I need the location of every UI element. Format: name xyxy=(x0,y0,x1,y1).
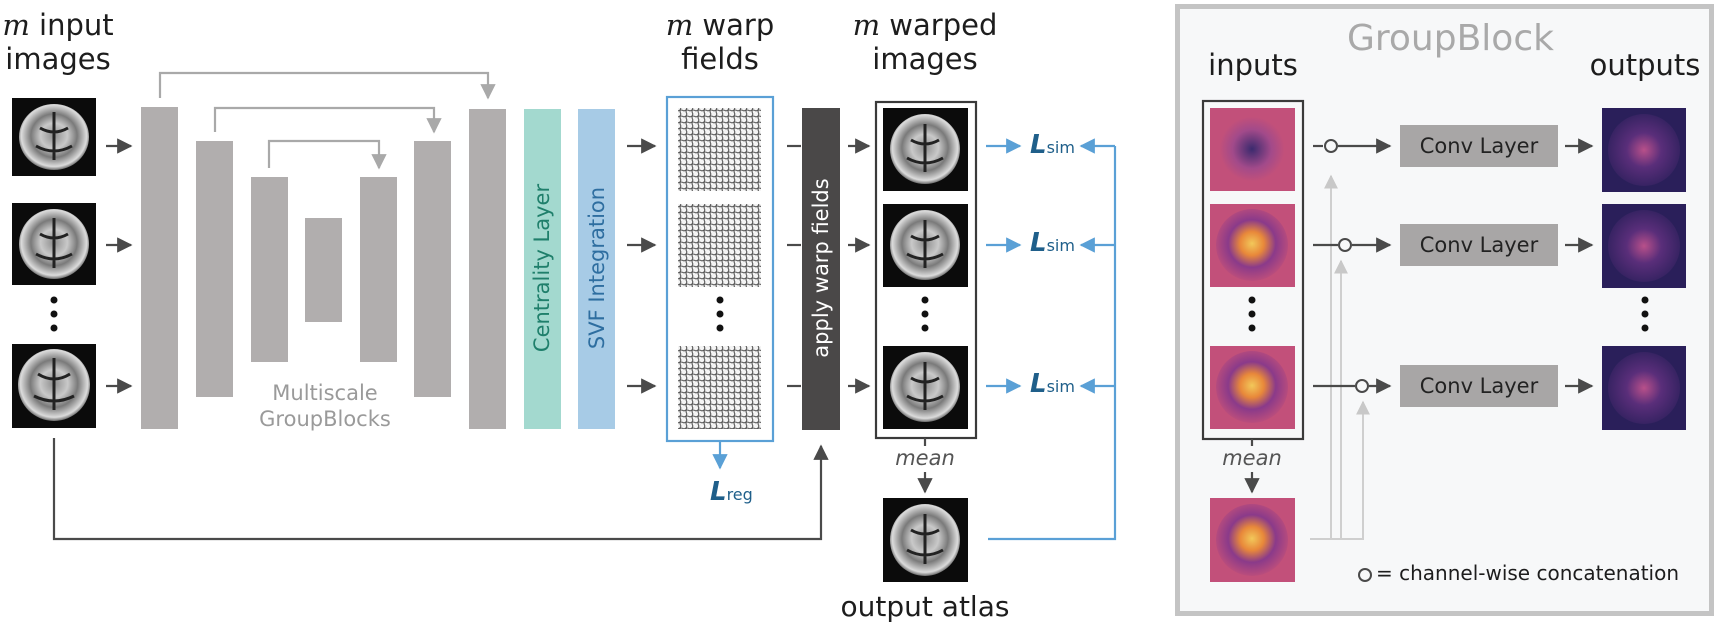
warped-brain-image xyxy=(883,346,968,429)
output-atlas-image xyxy=(883,498,968,582)
input-brain-image xyxy=(12,98,96,176)
conv-layer-box: Conv Layer xyxy=(1400,224,1558,266)
ellipsis-dots-icon xyxy=(1641,296,1649,332)
input-brain-image xyxy=(12,203,96,285)
warp-grid-icon xyxy=(678,204,761,287)
heatmap-brain-icon xyxy=(1210,346,1295,429)
heatmap-brain-icon xyxy=(1602,204,1686,288)
gb-inputs-label: inputs xyxy=(1208,48,1298,82)
warp-fields-label: m warp fields xyxy=(665,8,775,77)
conv-layer-box: Conv Layer xyxy=(1400,125,1558,167)
loss-sim-label: Lsim xyxy=(1030,369,1075,399)
encoder-bar-1 xyxy=(141,107,178,429)
warped-brain-image xyxy=(883,204,968,287)
encoder-bar-2 xyxy=(196,141,233,397)
concat-legend-text: = channel-wise concatenation xyxy=(1376,561,1680,585)
input-images-label: m input images xyxy=(2,8,114,77)
apply-warp-fields-box xyxy=(802,108,840,430)
loss-sim-label: Lsim xyxy=(1030,130,1075,160)
warped-brain-image xyxy=(883,108,968,191)
heatmap-brain-icon xyxy=(1210,498,1295,582)
heatmap-brain-icon xyxy=(1602,108,1686,192)
output-atlas-label: output atlas xyxy=(840,590,1010,623)
heatmap-brain-icon xyxy=(1210,204,1295,287)
loss-reg-label: Lreg xyxy=(710,477,753,507)
heatmap-brain-icon xyxy=(1210,108,1295,191)
bottleneck-bar xyxy=(305,218,342,322)
gb-mean-label: mean xyxy=(1222,446,1282,470)
multiscale-groupblocks-label: Multiscale GroupBlocks xyxy=(259,381,391,432)
svf-integration-label: SVF Integration xyxy=(585,186,609,350)
decoder-bar-3 xyxy=(360,177,397,362)
legend-circle-icon xyxy=(1358,568,1372,582)
centrality-layer-bar xyxy=(524,109,561,429)
ellipsis-dots-icon xyxy=(921,296,929,332)
conv-layer-box: Conv Layer xyxy=(1400,365,1558,407)
warp-grid-icon xyxy=(678,108,761,191)
concat-circle-icon xyxy=(1338,238,1352,252)
input-brain-image xyxy=(12,344,96,428)
groupblock-title: GroupBlock xyxy=(1347,18,1554,59)
decoder-bar-1 xyxy=(469,109,506,429)
centrality-layer-label: Centrality Layer xyxy=(530,183,554,353)
ellipsis-dots-icon xyxy=(50,296,58,332)
ellipsis-dots-icon xyxy=(1248,296,1256,332)
warped-images-label: m warped images xyxy=(852,8,998,77)
encoder-bar-3 xyxy=(251,177,288,362)
concat-circle-icon xyxy=(1355,379,1369,393)
loss-sim-label: Lsim xyxy=(1030,228,1075,258)
ellipsis-dots-icon xyxy=(716,296,724,332)
svf-integration-bar xyxy=(578,109,615,429)
mean-label: mean xyxy=(895,446,955,470)
heatmap-brain-icon xyxy=(1602,346,1686,430)
concat-circle-icon xyxy=(1324,139,1338,153)
gb-outputs-label: outputs xyxy=(1589,48,1701,82)
warp-grid-icon xyxy=(678,346,761,429)
apply-warp-fields-label: apply warp fields xyxy=(809,178,833,358)
decoder-bar-2 xyxy=(414,141,451,397)
